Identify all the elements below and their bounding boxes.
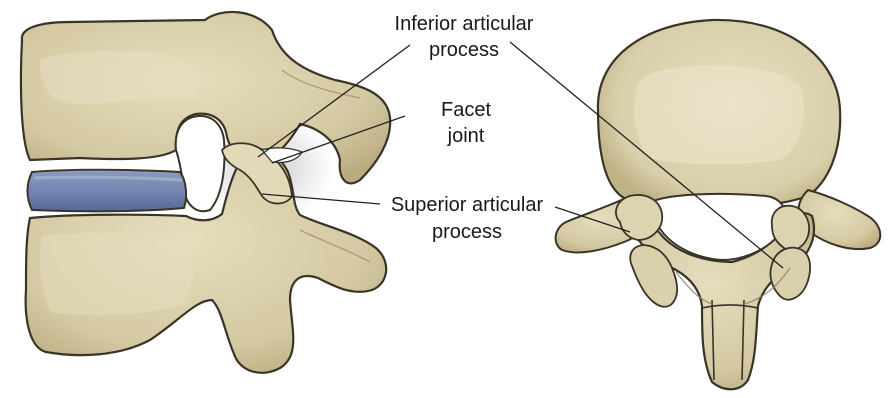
- label-superior-line1: Superior articular: [391, 194, 544, 216]
- right-inferior-articular: [770, 248, 810, 300]
- label-facet-line2: joint: [447, 125, 485, 147]
- label-inferior-line2: process: [429, 39, 499, 61]
- label-facet-line1: Facet: [441, 99, 491, 121]
- upper-body-highlight: [40, 51, 197, 104]
- labels: Inferior articular process Facet joint S…: [391, 13, 544, 243]
- label-inferior-line1: Inferior articular: [395, 13, 534, 35]
- lower-body-highlight: [40, 233, 193, 316]
- label-superior-line2: process: [432, 221, 502, 243]
- lateral-view: [21, 12, 390, 373]
- body-highlight: [634, 65, 804, 164]
- superior-view: [556, 20, 881, 389]
